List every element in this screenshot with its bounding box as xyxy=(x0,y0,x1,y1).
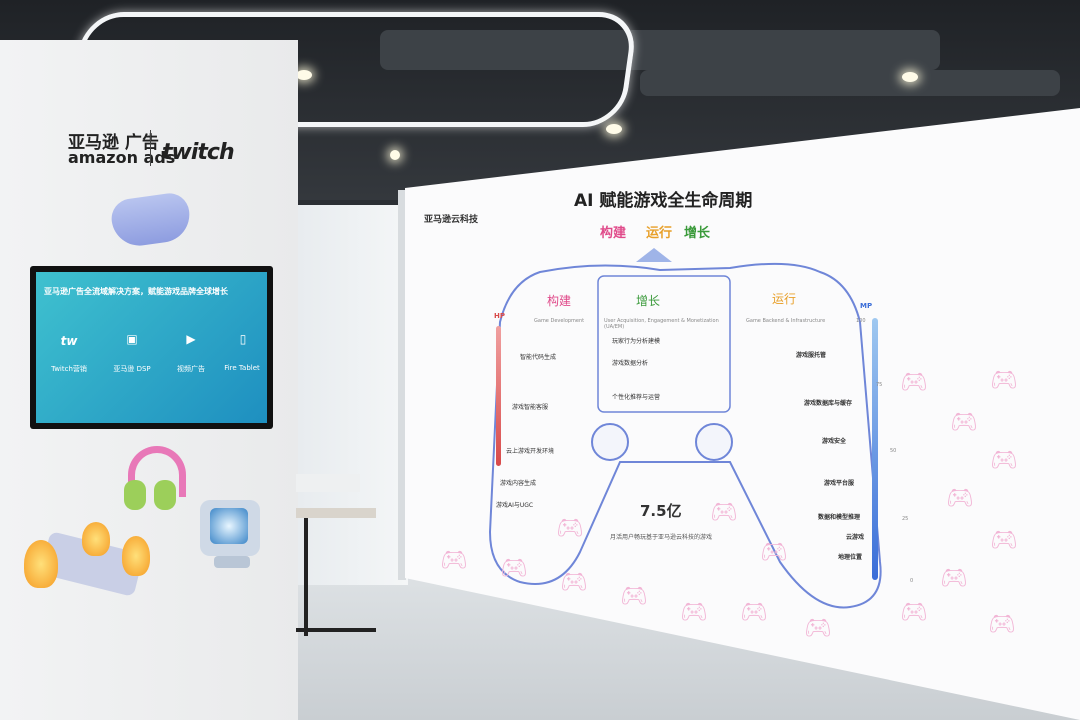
gamepad-pattern-icon: 🎮︎ xyxy=(760,540,788,565)
run-item: 游戏平台服 xyxy=(824,480,855,487)
ceiling-duct xyxy=(380,30,940,70)
run-section-title: 运行 xyxy=(772,292,797,306)
mp-tick: 75 xyxy=(876,382,883,388)
monitor-screen xyxy=(36,272,267,423)
run-item: 地理位置 xyxy=(838,554,863,561)
brand-en-text: amazon ads xyxy=(68,148,176,167)
mural-wall-edge xyxy=(398,190,406,580)
desk-base xyxy=(296,628,376,632)
grow-section-title: 增长 xyxy=(636,294,661,308)
mp-tick: 100 xyxy=(856,318,866,324)
phase-run: 运行 xyxy=(646,226,673,241)
gamepad-pattern-icon: 🎮︎ xyxy=(560,570,588,595)
up-arrow-icon xyxy=(636,248,672,262)
build-item: 游戏AI与UGC xyxy=(496,502,534,509)
gamepad-pattern-icon: 🎮︎ xyxy=(740,600,768,625)
build-section-title: 构建 xyxy=(547,294,572,308)
keyboard-flames-decoration-icon xyxy=(24,522,152,598)
build-item: 智能代码生成 xyxy=(520,354,557,361)
run-section-subtitle: Game Backend & Infrastructure xyxy=(746,318,826,324)
desk-top xyxy=(296,508,376,518)
gamepad-pattern-icon: 🎮︎ xyxy=(900,370,928,395)
twitch-brand-text: twitch xyxy=(162,140,235,165)
build-item: 云上游戏开发环境 xyxy=(506,448,555,455)
twitch-logo-icon: tw xyxy=(60,334,78,348)
monitor-tile-label: 亚马逊 DSP xyxy=(113,365,151,373)
mp-label: MP xyxy=(860,302,873,310)
gamepad-pattern-icon: 🎮︎ xyxy=(950,410,978,435)
grow-item: 游戏数据分析 xyxy=(612,360,649,367)
monitor-headline: 亚马逊广告全流域解决方案，赋能游戏品牌全球增长 xyxy=(44,287,228,296)
gamepad-pattern-icon: 🎮︎ xyxy=(556,516,584,541)
run-item: 游戏安全 xyxy=(822,438,847,445)
run-item: 数据和模型推理 xyxy=(818,514,861,521)
ceiling-duct xyxy=(640,70,1060,96)
gamepad-pattern-icon: 🎮︎ xyxy=(710,500,738,525)
mp-tick: 0 xyxy=(910,578,914,584)
gamepad-pattern-icon: 🎮︎ xyxy=(804,616,832,641)
ceiling-spotlight xyxy=(606,124,622,134)
run-item: 游戏数据库与缓存 xyxy=(804,400,853,407)
gamepad-pattern-icon: 🎮︎ xyxy=(900,600,928,625)
run-item: 游戏服托管 xyxy=(796,352,827,359)
hp-gauge-bar xyxy=(496,326,501,466)
desk-shelf xyxy=(296,474,360,492)
mp-gauge-bar xyxy=(872,318,878,580)
monitor-tile-label: Fire Tablet xyxy=(224,364,260,372)
provider-label: 亚马逊云科技 xyxy=(424,215,479,225)
gamepad-pattern-icon: 🎮︎ xyxy=(440,548,468,573)
mp-tick: 50 xyxy=(890,448,897,454)
monitor-tile-label: 视频广告 xyxy=(177,365,205,373)
desk-leg xyxy=(304,518,308,636)
gamepad-pattern-icon: 🎮︎ xyxy=(946,486,974,511)
mp-tick: 25 xyxy=(902,516,909,522)
phase-build: 构建 xyxy=(600,226,627,241)
ceiling-spotlight xyxy=(902,72,918,82)
phase-grow: 增长 xyxy=(684,226,711,241)
corridor-wall xyxy=(298,205,408,585)
grow-item: 玩家行为分析建模 xyxy=(612,338,661,345)
gamepad-pattern-icon: 🎮︎ xyxy=(620,584,648,609)
gamepad-pattern-icon: 🎮︎ xyxy=(680,600,708,625)
build-item: 游戏内容生成 xyxy=(500,480,537,487)
ceiling-spotlight xyxy=(390,150,400,160)
brand-divider xyxy=(150,130,151,166)
gamepad-pattern-icon: 🎮︎ xyxy=(990,528,1018,553)
hp-label: HP xyxy=(494,312,505,320)
mural-title: AI 赋能游戏全生命周期 xyxy=(574,191,753,211)
gamepad-pattern-icon: 🎮︎ xyxy=(990,368,1018,393)
gamepad-pattern-icon: 🎮︎ xyxy=(988,612,1016,637)
tablet-icon: ▯ xyxy=(239,332,247,346)
gamepad-pattern-icon: 🎮︎ xyxy=(940,566,968,591)
video-ad-icon: ▶ xyxy=(186,332,196,346)
stat-caption: 月活用户畅玩基于亚马逊云科技的游戏 xyxy=(610,534,713,541)
grow-item: 个性化推荐与运营 xyxy=(612,394,661,401)
gamepad-pattern-icon: 🎮︎ xyxy=(990,448,1018,473)
monitor-tile-label: Twitch营销 xyxy=(51,365,87,373)
ceiling-spotlight xyxy=(296,70,312,80)
stat-value: 7.5亿 xyxy=(640,502,682,520)
brand-cn-text: 亚马逊 广告 xyxy=(68,133,159,153)
run-item: 云游戏 xyxy=(846,534,865,541)
grow-section-subtitle: User Acquisition, Engagement & Monetizat… xyxy=(604,318,719,330)
controller-outline-diagram xyxy=(488,262,882,609)
build-section-subtitle: Game Development xyxy=(534,318,585,324)
gamepad-pattern-icon: 🎮︎ xyxy=(500,556,528,581)
dsp-icon: ▣ xyxy=(126,332,138,346)
headphones-decoration-icon xyxy=(124,446,186,516)
retro-computer-decoration-icon xyxy=(200,500,266,572)
build-item: 游戏智能客服 xyxy=(512,404,549,411)
